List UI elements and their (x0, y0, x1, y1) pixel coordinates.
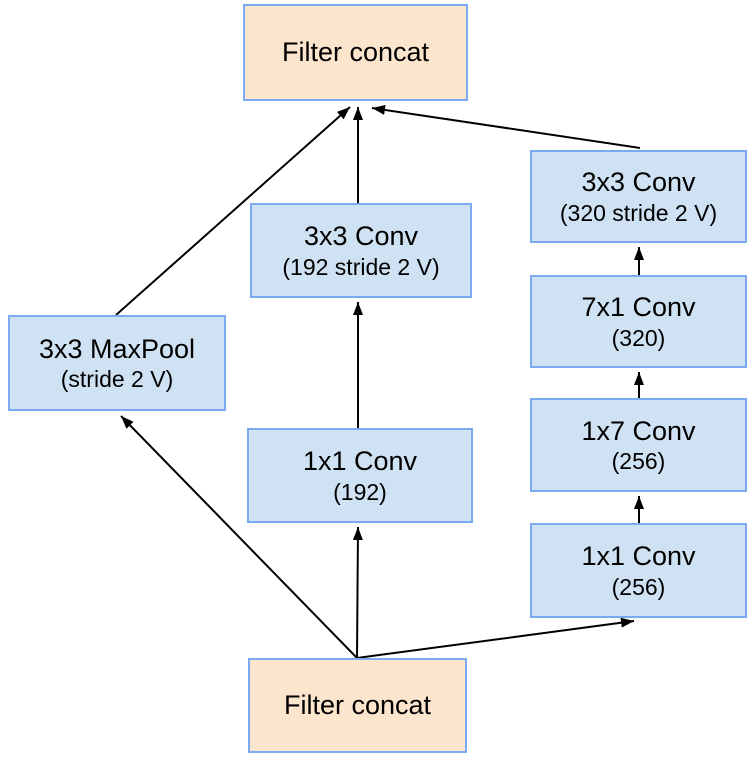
node-1x1-conv-256: 1x1 Conv (256) (530, 523, 747, 618)
node-label: 1x7 Conv (581, 415, 696, 446)
node-sublabel: (256) (611, 573, 666, 600)
edge-conv3x3-right-to-top (371, 104, 641, 149)
node-sublabel: (192 stride 2 V) (282, 253, 440, 280)
node-label: 3x3 MaxPool (38, 333, 196, 364)
node-label: 3x3 Conv (303, 221, 419, 251)
node-sublabel: (256) (611, 448, 666, 475)
node-sublabel: (320 stride 2 V) (559, 199, 718, 226)
node-label: Filter concat (283, 690, 432, 721)
node-sublabel: (320) (611, 324, 666, 351)
node-label: Filter concat (281, 37, 430, 68)
node-7x1-conv-320: 7x1 Conv (320) (530, 275, 747, 368)
node-label: 1x1 Conv (581, 541, 696, 571)
node-filter-concat-top: Filter concat (243, 4, 468, 101)
node-3x3-conv-192: 3x3 Conv (192 stride 2 V) (250, 203, 472, 298)
node-3x3-maxpool: 3x3 MaxPool (stride 2 V) (8, 315, 226, 411)
node-1x7-conv-256: 1x7 Conv (256) (530, 398, 747, 492)
node-1x1-conv-192: 1x1 Conv (192) (247, 428, 473, 523)
edge-bottom-to-conv1x1-right (356, 617, 635, 659)
node-label: 7x1 Conv (581, 292, 696, 322)
node-label: 1x1 Conv (302, 446, 418, 476)
node-3x3-conv-320: 3x3 Conv (320 stride 2 V) (530, 150, 747, 243)
node-sublabel: (stride 2 V) (60, 366, 174, 393)
node-filter-concat-bottom: Filter concat (248, 658, 467, 753)
node-label: 3x3 Conv (581, 167, 696, 197)
node-sublabel: (192) (333, 478, 387, 505)
edge-bottom-to-conv1x1-mid (352, 526, 363, 659)
